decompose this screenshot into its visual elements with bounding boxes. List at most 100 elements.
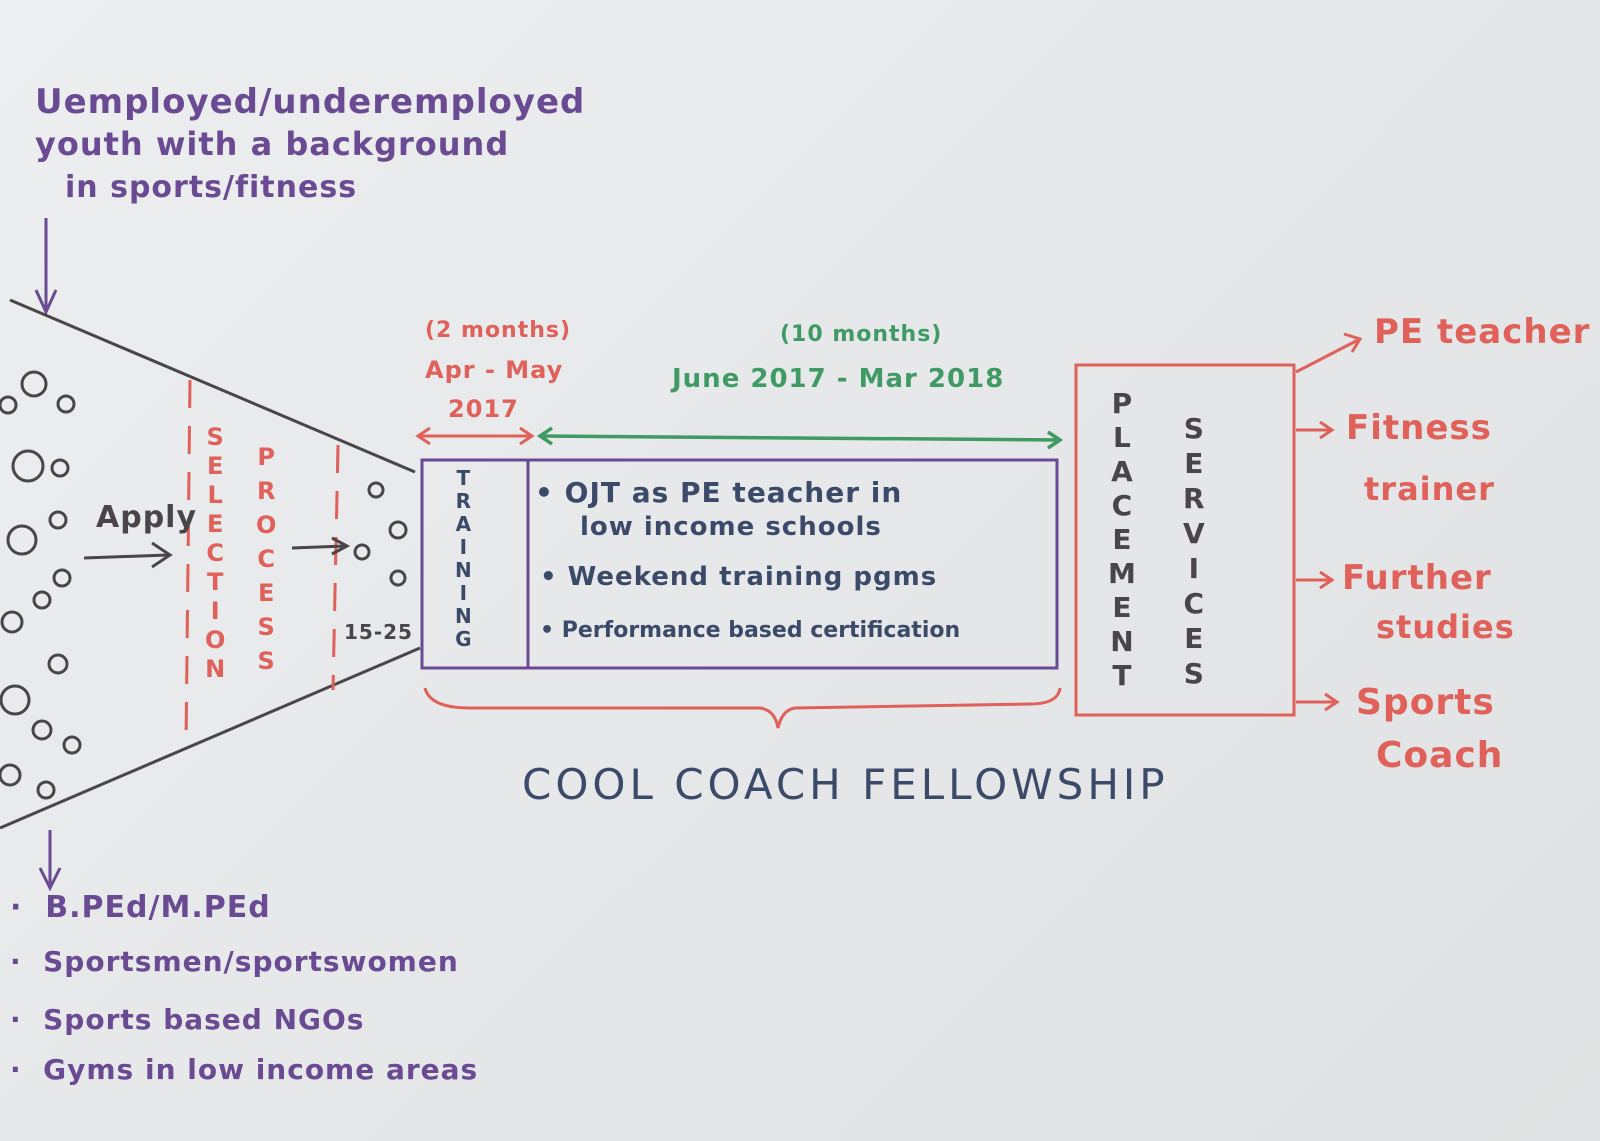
- outcome-arrow-fitness-head: [1319, 420, 1335, 440]
- activity-ojt: • OJT as PE teacher in: [535, 476, 903, 509]
- outcome-arrow-pe-teacher-head: [1343, 332, 1363, 353]
- vertical-letter: E: [207, 452, 224, 480]
- vertical-letter: R: [256, 477, 276, 505]
- target-arrow-head: [34, 289, 58, 316]
- selection-dash-left: [184, 379, 192, 746]
- fellowship-period: June 2017 - Mar 2018: [672, 364, 1005, 394]
- vertical-letter: C: [1111, 489, 1133, 522]
- vertical-letter: E: [207, 510, 224, 538]
- vertical-letter: S: [1183, 657, 1204, 690]
- outcome-arrow-coach-head: [1324, 692, 1340, 712]
- vertical-letter: P: [257, 443, 275, 471]
- activity-certification-text: Performance based certification: [561, 618, 961, 643]
- outcome-arrow-studies-head: [1319, 570, 1335, 590]
- target-group-line-2: youth with a background: [35, 125, 510, 163]
- vertical-letter: L: [1113, 421, 1131, 454]
- funnel-bottom-line: [0, 646, 421, 830]
- training-arrow-right-head: [519, 426, 535, 446]
- vertical-letter: L: [207, 481, 223, 509]
- fellowship-arrow-right-head: [1047, 430, 1064, 450]
- vertical-letter: N: [1110, 625, 1134, 658]
- activity-weekend-text: Weekend training pgms: [567, 562, 938, 592]
- vertical-letter: S: [257, 647, 275, 675]
- vertical-letter: C: [257, 545, 276, 573]
- vertical-letter: N: [205, 655, 226, 683]
- vertical-letter: S: [257, 613, 275, 641]
- training-duration: (2 months): [425, 318, 572, 343]
- apply-arrow-head: [151, 541, 173, 569]
- outcome-fitness: Fitness: [1346, 408, 1492, 448]
- vertical-letter: I: [1188, 552, 1200, 585]
- activity-weekend: • Weekend training pgms: [540, 562, 938, 592]
- vertical-letter: M: [1108, 557, 1136, 590]
- applicant-figures: [0, 370, 408, 800]
- source-item-ngos: · Sports based NGOs: [10, 1003, 365, 1036]
- vertical-letter: S: [1183, 412, 1204, 445]
- source-item-sportspeople-text: Sportsmen/sportswomen: [43, 945, 459, 978]
- source-item-gyms: · Gyms in low income areas: [10, 1053, 479, 1086]
- outcome-sports: Sports: [1356, 682, 1495, 723]
- vertical-letter: E: [1184, 447, 1204, 480]
- vertical-letter: O: [205, 626, 226, 654]
- source-item-sportspeople: · Sportsmen/sportswomen: [10, 945, 459, 978]
- outcome-pe-teacher: PE teacher: [1374, 312, 1591, 352]
- vertical-letter: E: [1184, 622, 1204, 655]
- vertical-letter: C: [206, 539, 225, 567]
- fellowship-arrow-left-head: [536, 426, 553, 446]
- outcome-coach: Coach: [1376, 735, 1504, 776]
- vertical-letter: G: [455, 627, 472, 651]
- source-item-ngos-text: Sports based NGOs: [43, 1003, 365, 1036]
- outcome-trainer: trainer: [1364, 470, 1495, 508]
- fellowship-duration-arrow: [539, 434, 1061, 442]
- outcome-studies: studies: [1376, 608, 1515, 646]
- training-arrow-left-head: [415, 426, 431, 446]
- vertical-letter: T: [456, 466, 471, 490]
- vertical-letter: I: [459, 535, 468, 559]
- vertical-letter: E: [1112, 523, 1132, 556]
- funnel-top-line: [9, 298, 416, 474]
- vertical-letter: P: [1111, 387, 1133, 420]
- activity-ojt-text: OJT as PE teacher in: [564, 476, 903, 509]
- vertical-letter: I: [210, 597, 220, 625]
- source-item-gyms-text: Gyms in low income areas: [43, 1053, 479, 1086]
- apply-arrow: [83, 553, 169, 560]
- target-group-line-1: Uemployed/underemployed: [35, 82, 586, 122]
- apply-label: Apply: [96, 500, 198, 535]
- vertical-letter: A: [1111, 455, 1133, 488]
- fellowship-brace: [423, 687, 1062, 729]
- vertical-letter: C: [1183, 587, 1205, 620]
- fellowship-title: COOL COACH FELLOWSHIP: [522, 760, 1169, 809]
- vertical-letter: R: [455, 489, 472, 513]
- training-box: [420, 458, 1059, 670]
- outcome-arrow-pe-teacher: [1295, 338, 1359, 374]
- fellowship-duration: (10 months): [780, 322, 943, 347]
- target-group-line-3: in sports/fitness: [65, 170, 358, 205]
- vertical-letter: S: [206, 423, 224, 451]
- vertical-letter: V: [1183, 517, 1205, 550]
- outcome-further: Further: [1342, 558, 1492, 598]
- vertical-letter: E: [258, 579, 275, 607]
- vertical-letter: O: [256, 511, 277, 539]
- activity-certification: • Performance based certification: [540, 618, 961, 643]
- vertical-letter: R: [1183, 482, 1205, 515]
- vertical-letter: E: [1112, 591, 1132, 624]
- activity-ojt-cont: low income schools: [580, 512, 882, 542]
- source-item-bped: · B.PEd/M.PEd: [10, 890, 271, 925]
- vertical-letter: N: [455, 604, 472, 628]
- source-item-bped-text: B.PEd/M.PEd: [45, 890, 271, 925]
- vertical-letter: T: [207, 568, 224, 596]
- vertical-letter: I: [459, 581, 468, 605]
- selected-count: 15-25: [344, 620, 413, 644]
- selected-arrow: [291, 544, 346, 550]
- training-period: Apr - May: [425, 356, 564, 384]
- sources-arrow-head: [38, 867, 62, 892]
- selected-arrow-head: [331, 536, 351, 556]
- vertical-letter: N: [455, 558, 472, 582]
- selection-dash-right: [331, 444, 340, 691]
